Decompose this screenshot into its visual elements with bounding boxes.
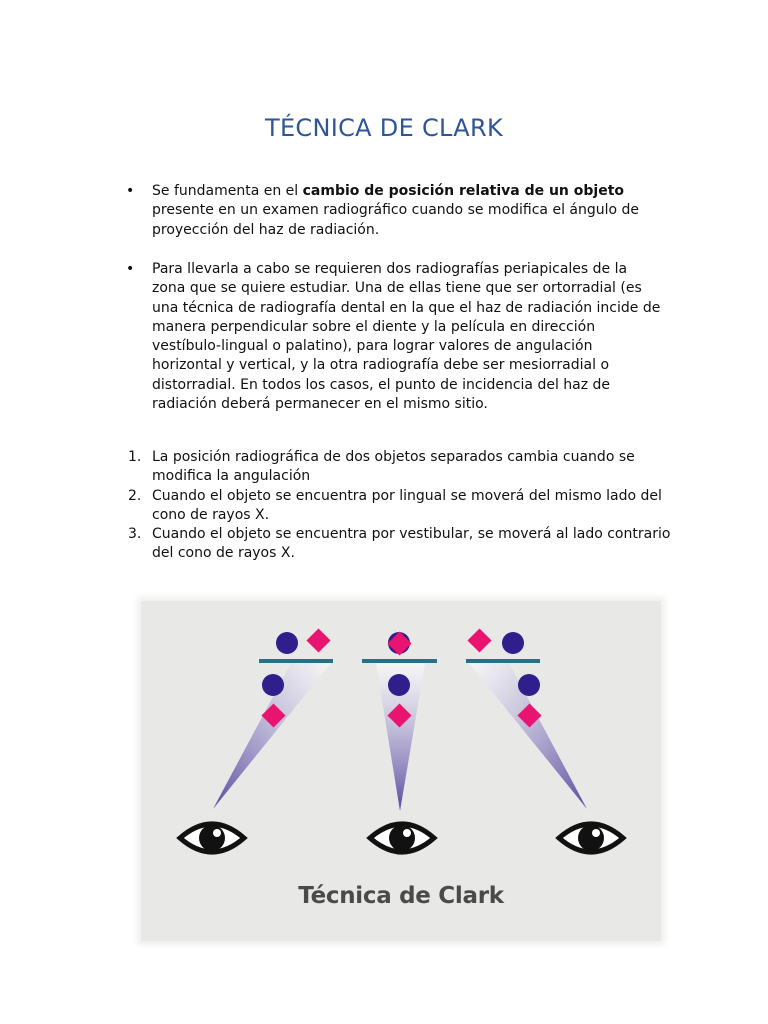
list-item: Cuando el objeto se encuentra por lingua…	[152, 488, 662, 524]
circle-object-icon	[262, 674, 284, 696]
diamond-object-icon	[467, 628, 492, 653]
diamond-object-icon	[306, 628, 331, 653]
bullet-marker: •	[126, 183, 135, 199]
eye-icon	[176, 821, 248, 855]
circle-object-icon	[388, 674, 410, 696]
beam-cone-icon	[213, 663, 331, 809]
clark-technique-figure: Técnica de Clark	[141, 601, 661, 941]
eye-icon	[366, 821, 438, 855]
beam-cone-icon	[469, 663, 587, 809]
paragraph-procedimiento: Para llevarla a cabo se requieren dos ra…	[152, 261, 661, 413]
circle-object-icon	[276, 632, 298, 654]
page-title: TÉCNICA DE CLARK	[264, 114, 503, 142]
circle-object-icon	[502, 632, 524, 654]
paragraph-bold-text: cambio de posición relativa de un objeto	[302, 183, 625, 199]
list-item: Cuando el objeto se encuentra por vestib…	[152, 526, 671, 562]
beam-cone-icon	[376, 663, 425, 811]
eye-icon	[555, 821, 627, 855]
paragraph-text: presente en un examen radiográfico cuand…	[152, 202, 640, 238]
clark-diagram	[176, 628, 627, 855]
figure-caption: Técnica de Clark	[298, 883, 504, 909]
list-number: 3.	[128, 526, 142, 542]
list-number: 2.	[128, 488, 142, 504]
list-item: La posición radiográfica de dos objetos …	[152, 449, 635, 485]
circle-object-icon	[518, 674, 540, 696]
diamond-object-icon	[387, 631, 412, 656]
list-number: 1.	[128, 449, 142, 465]
paragraph-text: Se fundamenta en el	[152, 183, 303, 199]
paragraph-fundamento: Se fundamenta en el cambio de posición r…	[152, 182, 664, 240]
bullet-marker: •	[126, 261, 135, 277]
